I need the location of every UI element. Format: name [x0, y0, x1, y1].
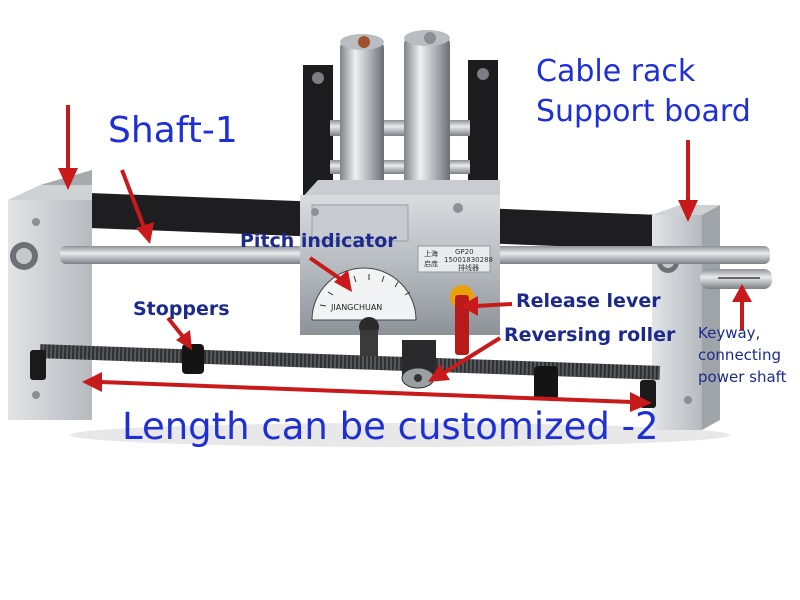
nameplate-cn-1: 上海: [424, 249, 438, 258]
left-screw: [32, 391, 40, 399]
frame-bolt: [312, 72, 324, 84]
connecting-label: connecting: [698, 346, 781, 364]
left-bearing-inner: [16, 248, 32, 264]
reversing-roller-label: Reversing roller: [504, 324, 676, 346]
stopper-left: [182, 344, 204, 374]
reversing-roller-hub: [414, 374, 422, 382]
pitch-indicator-label: Pitch indicator: [240, 230, 397, 252]
roller-bearing: [424, 32, 436, 44]
nameplate-cn-3: 排线器: [458, 263, 479, 272]
right-screw: [684, 396, 692, 404]
frame-bolt: [477, 68, 489, 80]
carriage-bolt: [311, 208, 319, 216]
vertical-roller-right: [404, 36, 450, 204]
right-plate-side: [702, 205, 720, 430]
shadow: [70, 423, 730, 447]
vertical-roller-left: [340, 40, 384, 202]
release-lever-label: Release lever: [516, 290, 661, 312]
release-lever: [455, 295, 469, 355]
stoppers-label: Stoppers: [133, 298, 230, 320]
annotation-arrows: [58, 105, 752, 412]
nameplate-phone: 15001830288: [444, 256, 493, 264]
length-label: Length can be customized -2: [122, 405, 659, 448]
keyway-label: Keyway,: [698, 324, 761, 342]
shaft-label: Shaft-1: [108, 110, 238, 151]
left-end-plate: [8, 200, 92, 420]
roller-bearing: [358, 36, 370, 48]
left-end-nut: [30, 350, 46, 380]
stopper-right: [534, 366, 558, 400]
power-shaft-label: power shaft: [698, 368, 787, 386]
left-plate-top: [8, 185, 92, 200]
brand-name: JIANGCHUAN: [330, 303, 382, 312]
nameplate-cn-2: 启庞: [424, 259, 438, 268]
cable-rack-label: Cable rack: [536, 54, 696, 89]
nameplate-model: GP20: [455, 248, 474, 256]
carriage-bolt: [453, 203, 463, 213]
support-board-label: Support board: [536, 94, 751, 129]
nameplate: [417, 245, 491, 273]
dial-stem: [360, 330, 378, 356]
left-screw: [32, 218, 40, 226]
carriage-face: [311, 204, 409, 242]
